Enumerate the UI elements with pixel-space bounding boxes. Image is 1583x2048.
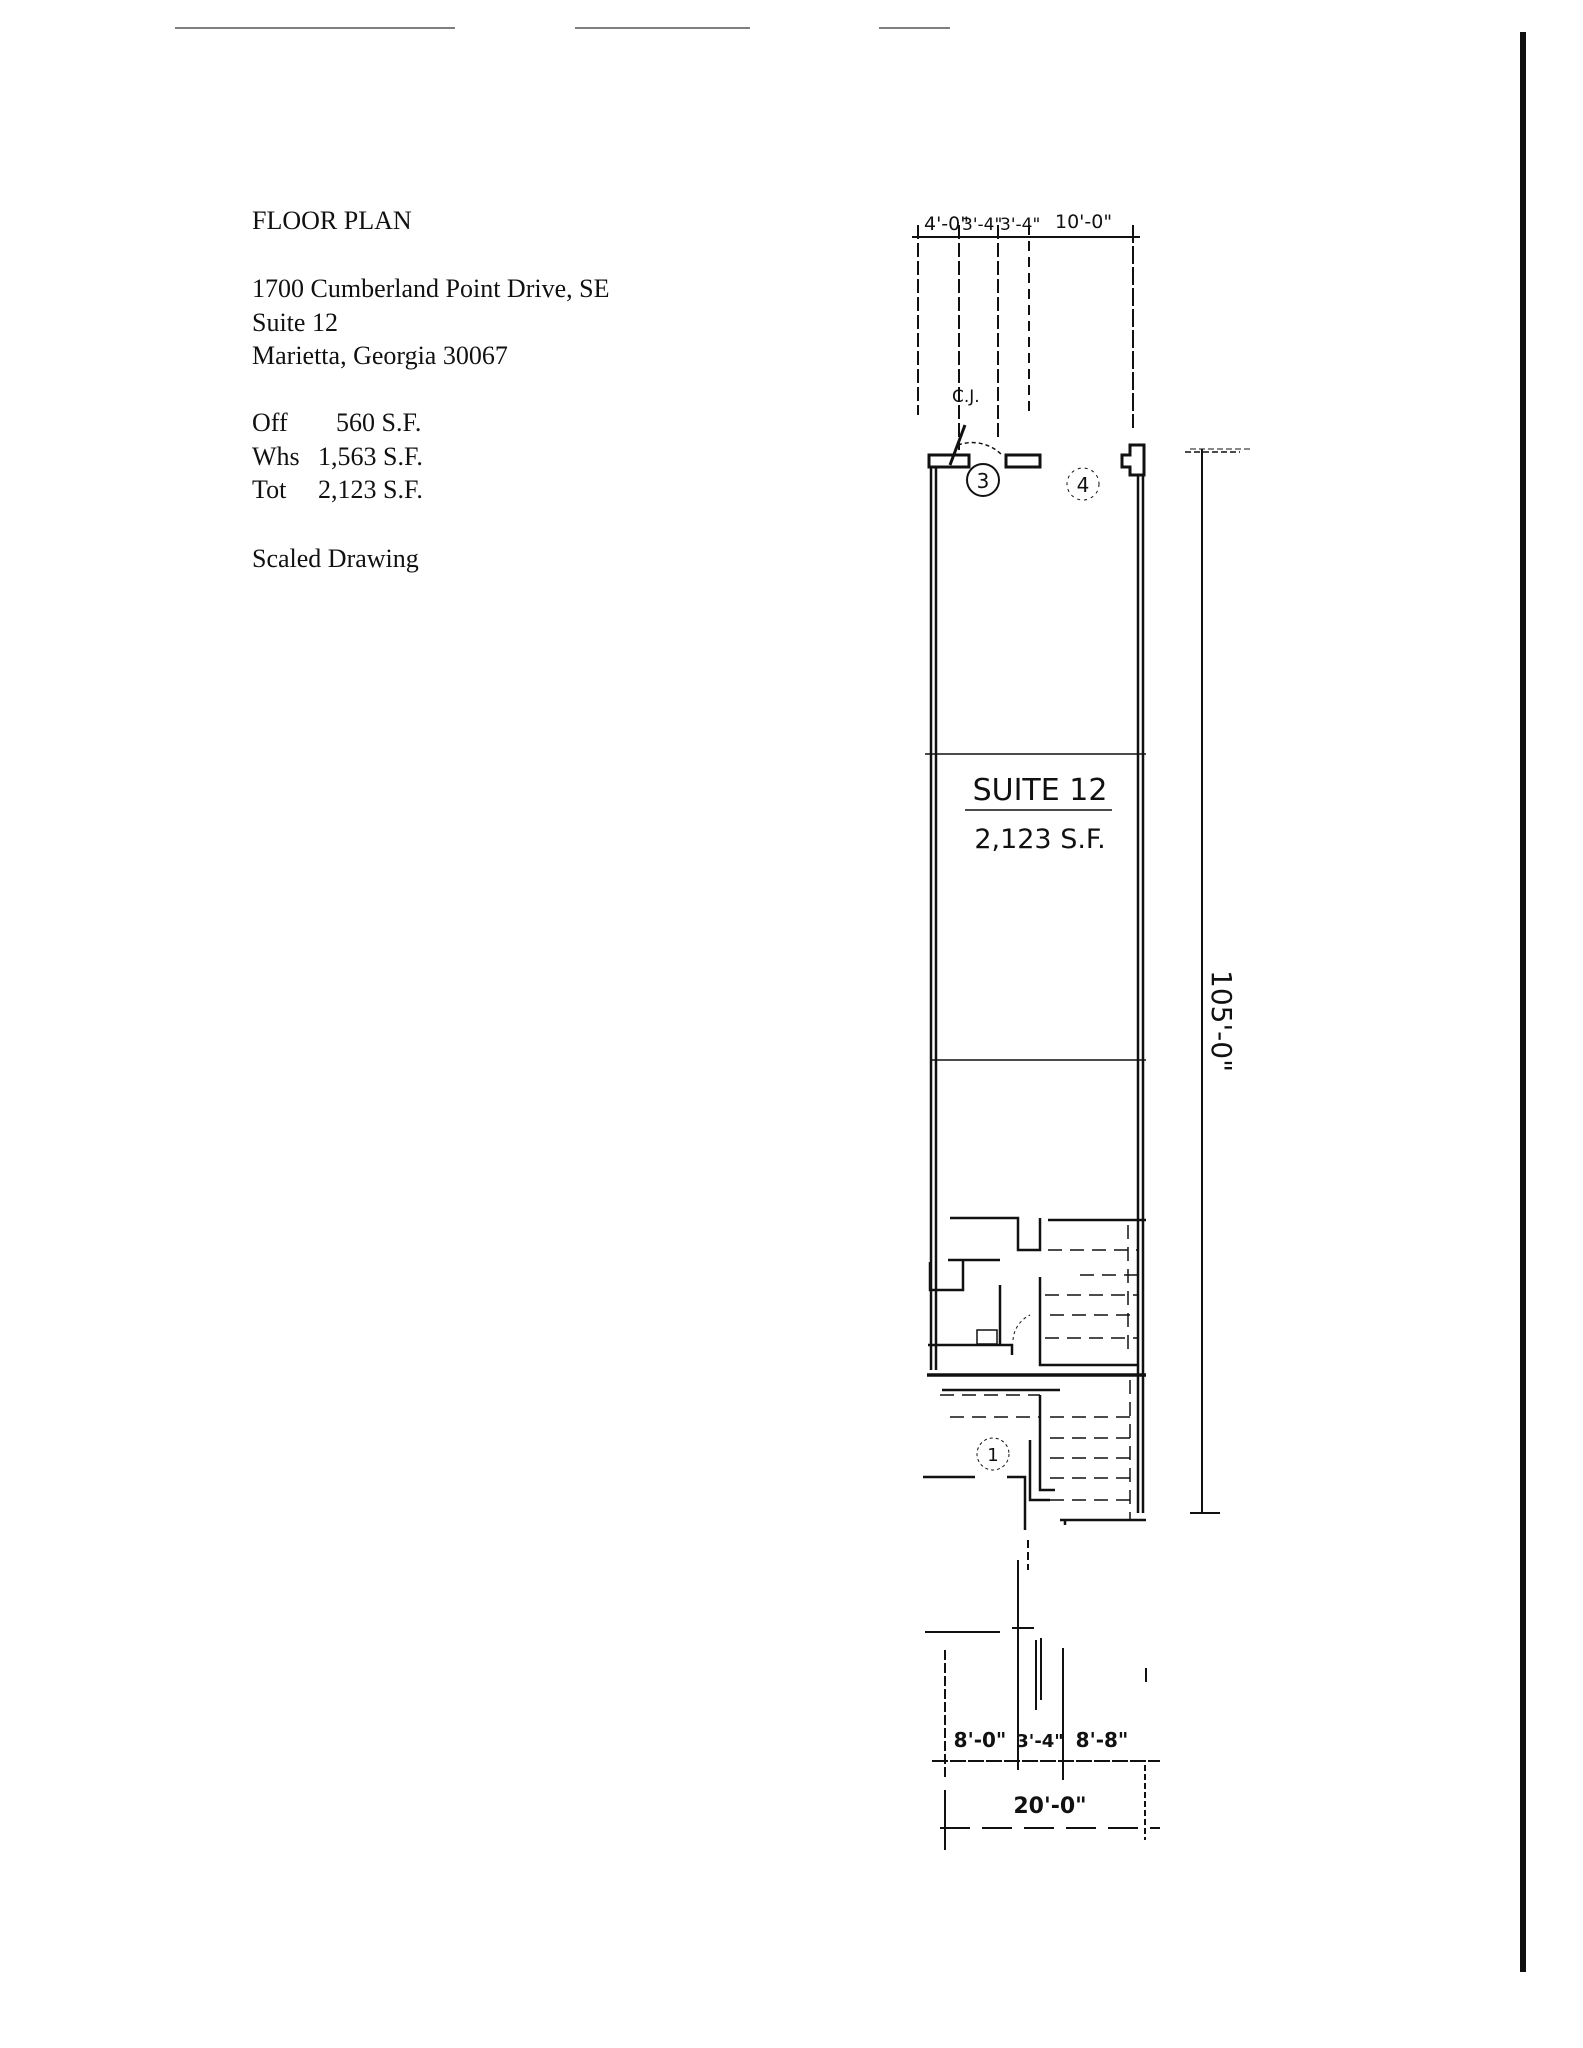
- area-office: Off 560 S.F.: [252, 410, 421, 436]
- overall-width-label: 20'-0": [1013, 1794, 1086, 1819]
- address-line-2: Suite 12: [252, 308, 338, 337]
- suite-walls: [925, 467, 1146, 1513]
- top-dim-2: 3'-4": [962, 215, 1002, 235]
- area-value: 1,563 S.F.: [318, 442, 423, 471]
- office-partitions: [940, 1225, 1138, 1520]
- side-dimension-line: [1190, 448, 1250, 1514]
- area-value: 2,123 S.F.: [318, 475, 423, 504]
- top-dim-3: 3'-4": [1000, 215, 1040, 235]
- page-edge-line: [1520, 32, 1526, 1972]
- address-line-1: 1700 Cumberland Point Drive, SE: [252, 274, 610, 303]
- door-note: C.J.: [952, 387, 980, 407]
- marker-1: 1: [976, 1437, 1010, 1471]
- area-total: Tot 2,123 S.F.: [252, 477, 423, 503]
- area-warehouse: Whs 1,563 S.F.: [252, 444, 423, 470]
- marker-label: 1: [987, 1445, 998, 1466]
- marker-3: 3: [966, 463, 1000, 497]
- bottom-dim-3: 8'-8": [1076, 1728, 1129, 1752]
- suite-area: 2,123 S.F.: [974, 824, 1105, 855]
- area-label: Off: [252, 408, 288, 437]
- suite-label: SUITE 12: [973, 773, 1108, 808]
- bottom-dim-2: 3'-4": [1016, 1731, 1063, 1752]
- bottom-dim-1: 8'-0": [954, 1728, 1007, 1752]
- area-label: Whs: [252, 442, 300, 471]
- marker-4: 4: [1066, 467, 1100, 501]
- office-area: [923, 1216, 1146, 1530]
- top-dim-4: 10'-0": [1055, 211, 1112, 233]
- area-label: Tot: [252, 475, 287, 504]
- scaled-drawing-note: Scaled Drawing: [252, 544, 419, 573]
- bottom-dimension-lines: [925, 1540, 1160, 1850]
- marker-label: 4: [1077, 473, 1090, 497]
- top-dimension-line: [912, 225, 1140, 450]
- marker-label: 3: [977, 469, 990, 493]
- side-dim-label: 105'-0": [1205, 970, 1238, 1072]
- address-line-3: Marietta, Georgia 30067: [252, 341, 508, 370]
- top-dim-1: 4'-0": [924, 213, 969, 235]
- page-title: FLOOR PLAN: [252, 206, 412, 235]
- front-wall: [927, 424, 1240, 477]
- area-value: 560 S.F.: [336, 408, 422, 437]
